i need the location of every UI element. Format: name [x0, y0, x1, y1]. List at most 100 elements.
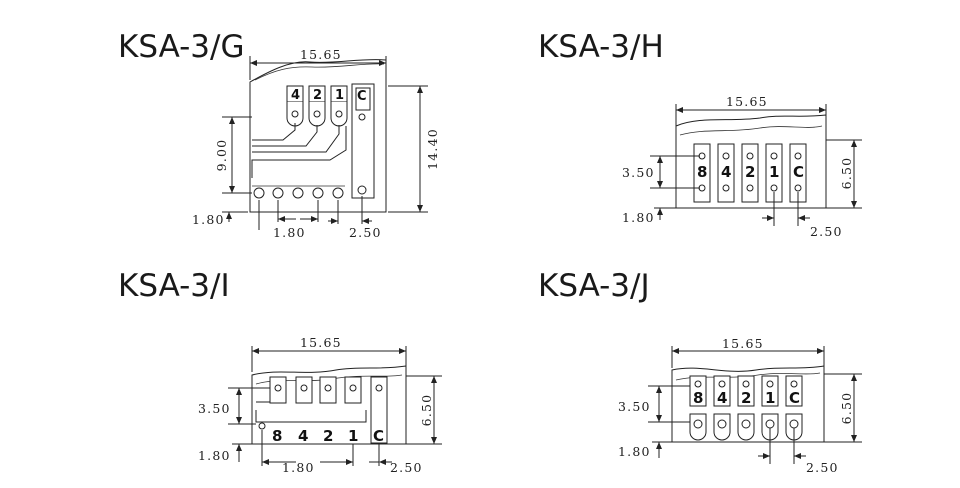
dim-width-j: 15.65 — [722, 336, 764, 351]
hole-bot-4-h — [722, 184, 730, 192]
hole-top-8-j — [694, 380, 702, 388]
dim-line-pitch-g — [258, 200, 319, 230]
switch-2-j — [737, 375, 755, 407]
dim-arrows-height-j — [851, 374, 857, 442]
dim-pitch-i: 1.80 — [282, 460, 315, 475]
dim-row-i: 3.50 — [198, 401, 231, 416]
tab-hole-1-i — [349, 384, 357, 392]
c-pin-g — [357, 185, 367, 195]
hole-top-c-j — [790, 380, 798, 388]
bottom-pin-1-g — [253, 187, 265, 199]
dim-arrows-c-pitch-h — [767, 215, 805, 221]
dim-height-i: 6.50 — [419, 394, 434, 427]
switch-c-j — [785, 375, 803, 407]
dim-line-bottom-j — [652, 441, 672, 458]
switch-row-h: 8 4 2 1 C — [693, 143, 807, 203]
hole-top-c-h — [794, 152, 802, 160]
switch-4-j — [713, 375, 731, 407]
dim-bottom-offset-h: 1.80 — [622, 210, 655, 225]
dim-row-h: 3.50 — [622, 165, 655, 180]
pin-label-2-g: 2 — [313, 88, 322, 103]
diagram-title-j: KSA-3/J — [538, 268, 650, 304]
hole-top-1-h — [770, 152, 778, 160]
dim-width-h: 15.65 — [726, 94, 768, 109]
body-inner-line-h — [679, 125, 823, 136]
dim-line-pitch-i — [261, 430, 354, 466]
hole-bot-c-h — [794, 184, 802, 192]
tab-hole-2-i — [324, 384, 332, 392]
trace-4-g — [252, 123, 296, 141]
dim-line-bottom-i — [232, 443, 252, 462]
body-outline-i — [251, 365, 407, 445]
pin-label-8-i: 8 — [272, 427, 282, 445]
diagram-ksa-3-h: KSA-3/H 8 4 2 1 C 15.65 — [538, 29, 862, 239]
dim-pitch-g: 1.80 — [273, 225, 306, 240]
trace-2-g — [252, 125, 318, 147]
dim-line-height-i — [406, 375, 442, 445]
switch-2-h — [741, 143, 759, 203]
lug-hole-8-j — [693, 419, 703, 429]
hole-top-4-j — [718, 380, 726, 388]
pin-label-4-g: 4 — [291, 88, 300, 103]
dim-line-width-h — [675, 104, 827, 126]
dim-line-height-g — [388, 85, 428, 213]
dim-arrows-c-pitch-i — [379, 459, 386, 465]
hole-top-4-h — [722, 152, 730, 160]
dim-line-c-pitch-h — [762, 192, 810, 226]
hole-top-2-h — [746, 152, 754, 160]
pin-label-1-j: 1 — [765, 389, 775, 407]
pin-label-c-j: C — [789, 389, 800, 407]
bottom-pin-5-g — [332, 187, 344, 199]
dim-line-span-g — [222, 116, 252, 194]
diagram-title-i: KSA-3/I — [118, 268, 230, 304]
tab-hole-4-i — [300, 384, 308, 392]
dim-arrow-bottom-g — [226, 212, 232, 219]
dim-line-c-pitch-i — [369, 444, 392, 466]
dim-line-bottom-h — [654, 207, 676, 220]
diagram-ksa-3-i: KSA-3/I 8 4 2 1 C 15.65 6.50 3.50 1.80 — [118, 268, 442, 475]
switch-4-h — [717, 143, 735, 203]
pin-label-1-h: 1 — [769, 163, 779, 181]
trace-frame-i — [255, 401, 367, 423]
lug-hole-1-j — [765, 419, 775, 429]
diagram-title-g: KSA-3/G — [118, 29, 244, 65]
dim-row-j: 3.50 — [618, 399, 651, 414]
dim-arrows-c-pitch-j — [763, 453, 801, 459]
dim-c-pitch-g: 2.50 — [349, 225, 382, 240]
pin-label-4-h: 4 — [721, 163, 731, 181]
pin-label-c-g: C — [357, 89, 367, 104]
bottom-pin-3-g — [292, 187, 304, 199]
tab-hole-c-i — [375, 384, 383, 392]
dim-line-width-j — [671, 346, 825, 368]
c-strip-g — [351, 83, 375, 199]
bottom-pin-2-g — [272, 187, 284, 199]
pin-label-4-j: 4 — [717, 389, 727, 407]
switch-8-j — [689, 375, 707, 407]
dim-height-g: 14.40 — [425, 128, 440, 170]
hole-top-1-j — [766, 380, 774, 388]
pin-label-2-j: 2 — [741, 389, 751, 407]
tab-hole-1-g — [335, 110, 343, 118]
dim-arrows-pitch-g — [278, 216, 318, 222]
hole-bot-1-h — [770, 184, 778, 192]
trace-common-g — [251, 126, 347, 178]
pin-label-1-i: 1 — [348, 427, 358, 445]
dim-arrows-c-pitch-g — [331, 218, 369, 224]
dim-line-bottom-g — [222, 211, 248, 222]
c-tab-g — [355, 87, 371, 111]
dim-arrow-bottom-i — [236, 444, 242, 451]
dim-width-i: 15.65 — [300, 335, 342, 350]
pin-label-8-h: 8 — [697, 163, 707, 181]
tab-hole-2-g — [313, 110, 321, 118]
dim-c-pitch-h: 2.50 — [810, 224, 843, 239]
dim-line-width-i — [251, 346, 407, 372]
dim-height-j: 6.50 — [839, 392, 854, 425]
pin-label-2-i: 2 — [323, 427, 333, 445]
dim-bottom-offset-g: 1.80 — [192, 212, 225, 227]
diagram-title-h: KSA-3/H — [538, 29, 664, 65]
dim-arrows-row-h — [657, 156, 663, 188]
pin-label-1-g: 1 — [335, 88, 344, 103]
dim-bottom-offset-i: 1.80 — [198, 448, 231, 463]
dim-height-h: 6.50 — [839, 157, 854, 190]
dim-arrows-height-i — [431, 376, 437, 444]
